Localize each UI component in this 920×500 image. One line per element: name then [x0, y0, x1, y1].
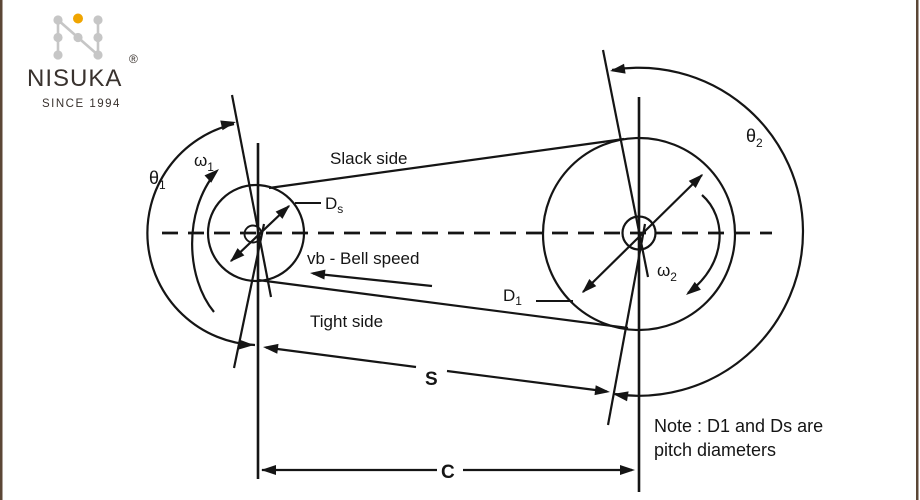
theta1-bottom-arrowhead — [238, 339, 255, 350]
left-pulley-circle — [206, 183, 306, 283]
c-left-arrowhead — [261, 465, 276, 475]
tight-side-label: Tight side — [310, 312, 383, 331]
tagline-text: SINCE 1994 — [42, 98, 121, 110]
right-tangent-line-lower — [606, 223, 647, 426]
arrowheads — [204, 63, 707, 475]
theta2-arc — [611, 66, 805, 397]
omega1-label: ω1 — [194, 151, 214, 174]
belt-speed-label: vb - Bell speed — [307, 249, 419, 268]
brand-text: NISUKA — [27, 65, 122, 92]
d1-label: D1 — [503, 286, 522, 308]
belt-speed-arrow — [312, 272, 433, 288]
s-left-arrowhead — [262, 342, 279, 354]
slack-side-label: Slack side — [330, 149, 407, 168]
note-text-line2: pitch diameters — [654, 440, 776, 460]
left-tangent-line-upper — [230, 94, 273, 298]
right-tangent-line-upper — [601, 49, 650, 278]
logo-orange-dot — [73, 13, 83, 24]
right-border — [916, 0, 919, 500]
s-dimension-line — [265, 346, 417, 369]
slack-side-belt-line — [268, 137, 625, 190]
right-diameter-arrow — [582, 174, 703, 293]
omega2-arrow — [687, 194, 721, 294]
s-dimension-line — [446, 369, 608, 393]
s-right-arrowhead — [594, 385, 611, 397]
tight-side-belt-line — [257, 278, 629, 330]
registered-mark: ® — [129, 52, 138, 66]
left-border — [0, 0, 3, 500]
note-text-line1: Note : D1 and Ds are — [654, 416, 823, 436]
omega1-arrow — [191, 171, 217, 313]
belt-speed-arrowhead — [309, 268, 326, 280]
c-label: C — [441, 462, 455, 483]
theta2-top-arrowhead — [609, 63, 626, 76]
omega2-label: ω2 — [657, 261, 677, 284]
theta1-arc — [146, 122, 256, 347]
theta1-label: θ1 — [149, 168, 166, 192]
theta2-label: θ2 — [746, 126, 763, 150]
ds-label: Ds — [325, 194, 343, 216]
s-label: S — [425, 369, 438, 390]
c-right-arrowhead — [620, 465, 635, 475]
theta1-top-arrowhead — [220, 117, 238, 131]
logo-mark — [53, 13, 103, 60]
